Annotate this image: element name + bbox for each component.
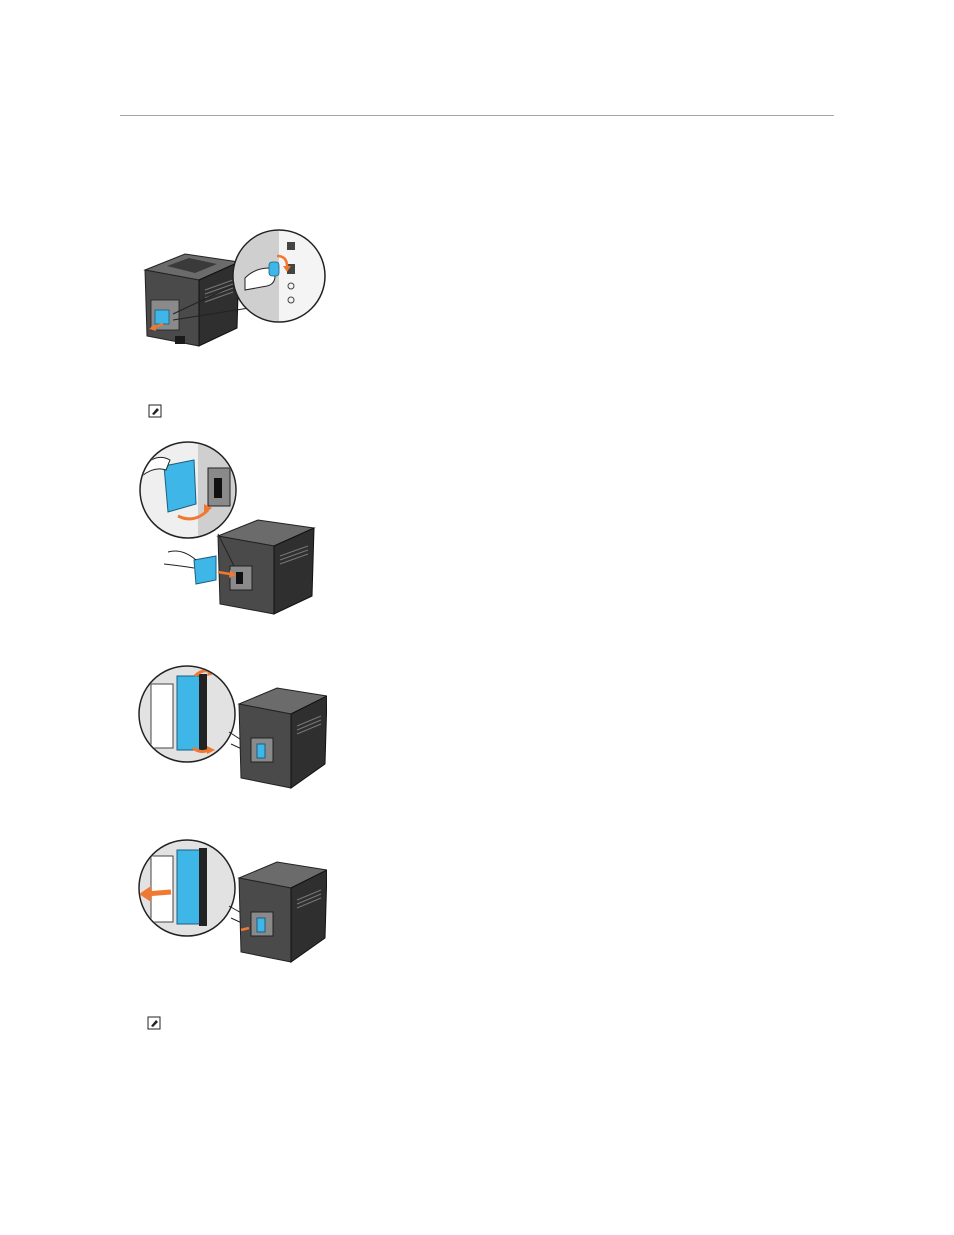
header-divider — [120, 115, 834, 116]
note-pencil-icon — [148, 404, 162, 418]
illustration-pull-out-wireless-adapter — [137, 836, 327, 964]
illustration-press-side-cover-latch — [137, 228, 327, 356]
illustration-remove-side-cover — [138, 438, 324, 616]
illustration-release-wireless-adapter-clips — [137, 660, 327, 790]
note-pencil-icon — [147, 1016, 161, 1030]
